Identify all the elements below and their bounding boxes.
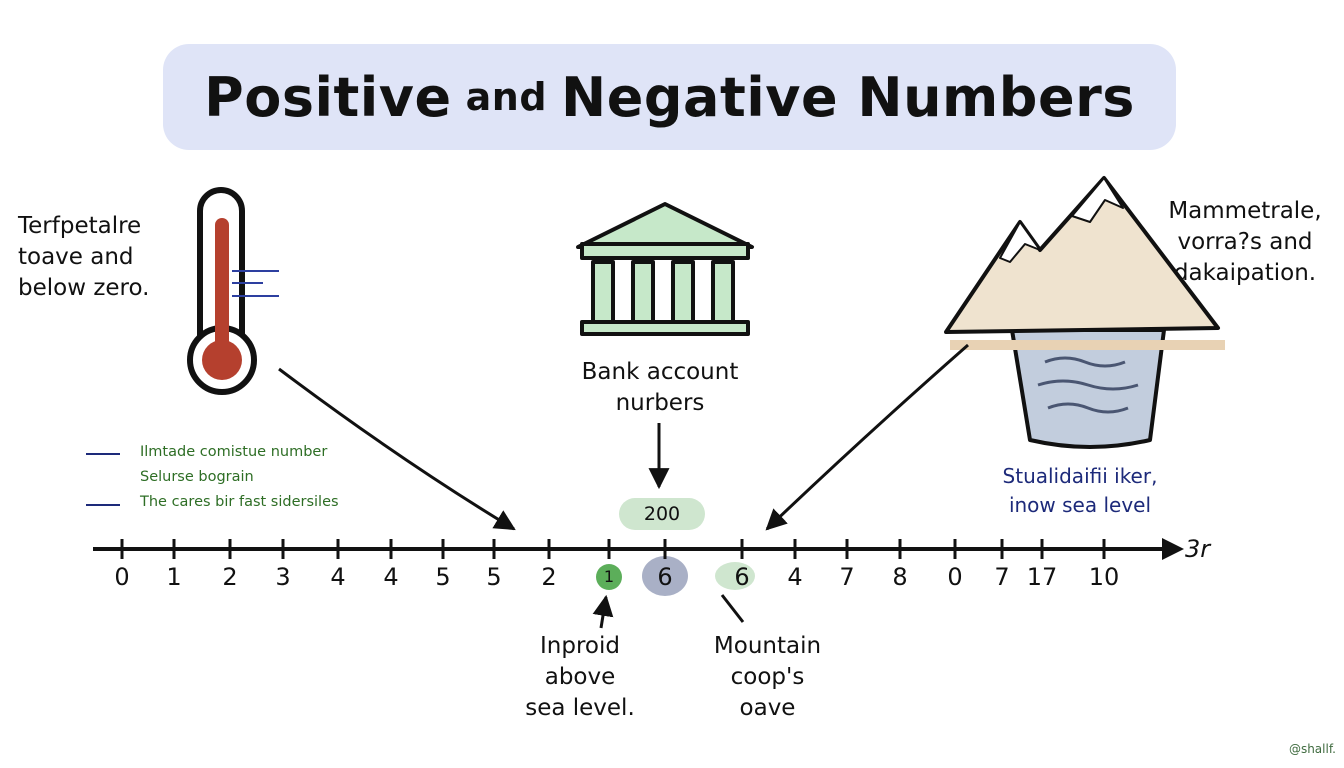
tick-label: 2 (222, 563, 238, 591)
tick-label: 7 (994, 563, 1010, 591)
mountain-label: Mammetrale, vorra?s and dakaipation. (1168, 198, 1322, 286)
mountain-cave-label: Mountain coop's oave (713, 633, 822, 721)
tick-label: 6 (657, 563, 673, 591)
title-main: Positive (204, 65, 452, 129)
tick-label: 1 (603, 567, 615, 586)
title-rest: Negative Numbers (561, 65, 1135, 129)
title-connector: and (465, 75, 548, 119)
above-sea-level-label: Inproid above sea level. (525, 633, 635, 721)
tick-label: 4 (787, 563, 803, 591)
tick-label: 2 (541, 563, 557, 591)
tick-label: 17 (1026, 563, 1058, 591)
number-line-ticks (120, 539, 1106, 559)
number-line-arrowhead (1162, 538, 1184, 560)
title-banner (163, 44, 1176, 150)
tick-label: 1 (166, 563, 182, 591)
temperature-label: Terfpetalre toave and below zero. (18, 213, 150, 301)
sea-level-label: Stualidaifii iker, inow sea level (1002, 464, 1158, 517)
tick-label: 10 (1088, 563, 1120, 591)
key-list: Ilmtade comistue number Selurse bograin … (140, 444, 339, 519)
tick-label: 0 (114, 563, 130, 591)
highlight-green (596, 564, 622, 590)
tick-label: 5 (435, 563, 451, 591)
page-title: Positive and Negative Numbers (163, 44, 1176, 150)
highlight-light-green (715, 562, 755, 590)
highlight-blue (642, 556, 688, 596)
tick-label: 7 (839, 563, 855, 591)
watermark: @shallf. (1288, 742, 1336, 756)
arrow-icon (278, 343, 969, 629)
tick-label: 3 (275, 563, 291, 591)
tick-label: 4 (330, 563, 346, 591)
tick-label: 4 (383, 563, 399, 591)
bank-label: Bank account nurbers (581, 359, 739, 416)
key-item-1: Ilmtade comistue number (140, 444, 328, 460)
bank-icon (576, 202, 754, 336)
tick-label: 5 (486, 563, 502, 591)
number-line-end-label: 3r (1185, 535, 1211, 563)
value-pill: 200 (619, 498, 705, 530)
tick-label: 0 (947, 563, 963, 591)
thermometer-icon (187, 187, 279, 395)
tick-label: 8 (892, 563, 908, 591)
mountain-icon (944, 176, 1225, 449)
tick-label: 6 (734, 563, 750, 591)
key-item-2: Selurse bograin (140, 469, 254, 485)
key-item-3: The cares bir fast sidersiles (140, 494, 339, 510)
